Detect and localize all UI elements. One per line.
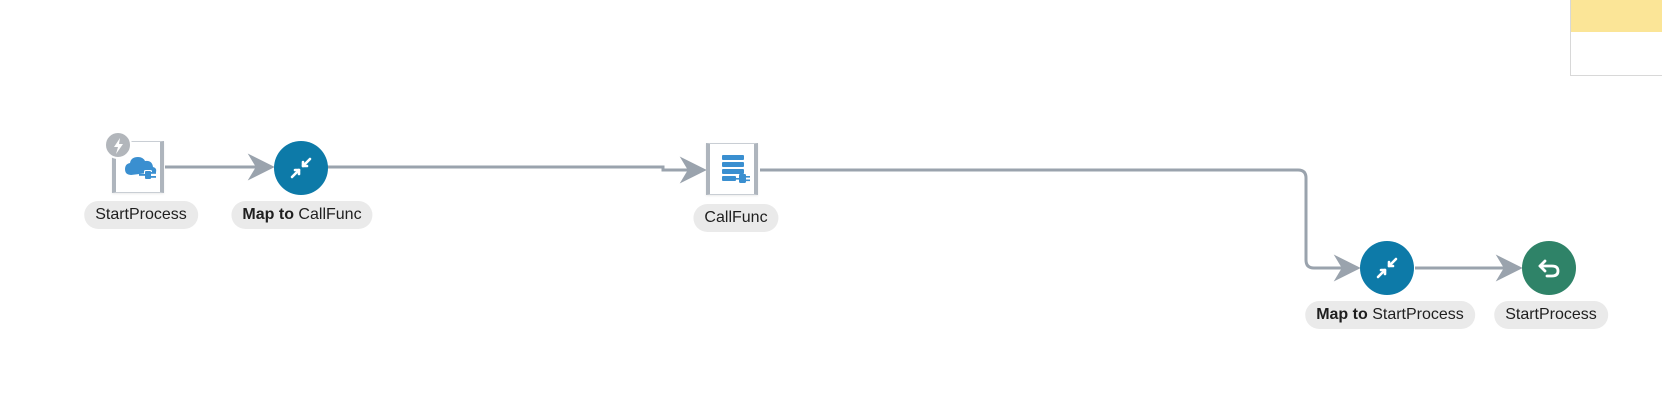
node-label-text: StartProcess — [1372, 306, 1464, 323]
node-label: StartProcess — [1494, 301, 1608, 329]
return-circle[interactable] — [1522, 241, 1576, 295]
list-plug-icon — [722, 155, 750, 183]
map-circle[interactable] — [1360, 241, 1414, 295]
adapter-box[interactable] — [706, 143, 758, 195]
node-label: CallFunc — [693, 204, 779, 232]
map-circle[interactable] — [274, 141, 328, 195]
canvas-overview-panel[interactable] — [1570, 0, 1662, 76]
map-arrows-icon — [290, 157, 312, 179]
node-label: Map to StartProcess — [1305, 301, 1475, 329]
node-label: StartProcess — [84, 201, 198, 229]
node-label-prefix: Map to — [1316, 306, 1368, 323]
node-label: Map to CallFunc — [231, 201, 373, 229]
cloud-plug-icon — [125, 157, 157, 180]
connector-map1-to-invoke — [327, 156, 707, 184]
return-arrow-icon — [1538, 259, 1560, 278]
node-label-text: CallFunc — [704, 209, 768, 226]
connector-invoke-to-map2 — [760, 168, 1361, 282]
node-label-text: StartProcess — [1505, 306, 1597, 323]
node-label-prefix: Map to — [242, 206, 294, 223]
node-label-text: StartProcess — [95, 206, 187, 223]
node-label-text: CallFunc — [298, 206, 362, 223]
map-arrows-icon — [1376, 257, 1398, 279]
overview-viewport-indicator[interactable] — [1571, 0, 1662, 32]
lightning-icon — [104, 131, 132, 159]
